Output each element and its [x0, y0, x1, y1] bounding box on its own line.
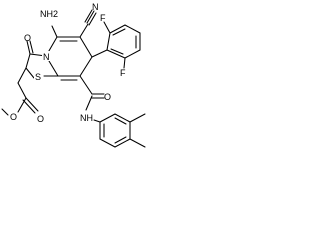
atom-label-ring-s: S [35, 72, 41, 82]
atom-label-ester-o-carbonyl: O [37, 114, 44, 124]
atom-label-ketone-o: O [24, 33, 31, 43]
bond-dfp-d3 [110, 48, 124, 55]
bond-dmp-me-b [129, 138, 146, 148]
atom-bg-ring-s [34, 71, 43, 81]
atom-label-ester-o-methoxy: O [10, 112, 17, 122]
atom-label-f-lower: F [120, 68, 126, 78]
bond-dfp-1 [106, 32, 111, 51]
bond-dmp-d2 [114, 136, 127, 144]
atom-label-amide-nh: NH [80, 113, 93, 123]
bond-dfp-2 [109, 24, 126, 34]
bond-esterc-ometh [17, 97, 27, 113]
bond-ch2-esterc [17, 82, 27, 99]
bond-dfp-d1 [112, 28, 126, 36]
bond-dmp-4 [114, 138, 131, 148]
bond-amidec-nh [85, 95, 93, 111]
bond-ometh-ch3 [1, 108, 9, 116]
atom-labels: NH2 N N S O F F O O O NH [10, 2, 126, 124]
bond-esterc-o-double [22, 99, 36, 114]
bond-c3-o [26, 40, 31, 55]
atom-label-nitrile-n: N [92, 2, 99, 12]
bond-dfp-f-lower [123, 57, 126, 69]
bond-dmp-2 [114, 113, 131, 123]
bond-dfp-6 [106, 49, 126, 59]
bond-c8-amidec [79, 75, 93, 95]
bond-dfp-f-upper [103, 21, 111, 34]
bond-cn-triple-b [88, 12, 97, 26]
atom-label-ring-n: N [43, 52, 50, 62]
bond-cn-triple-c [84, 9, 93, 23]
bond-lines [1, 9, 146, 148]
bond-c5-nh2 [51, 25, 58, 38]
bond-c2-c3 [25, 53, 31, 69]
bond-dmp-1 [99, 113, 116, 123]
bond-c8-c7 [79, 56, 93, 77]
bond-c6-cn [79, 23, 89, 38]
bond-cn-triple-a [86, 10, 95, 24]
bond-c7-aryl [91, 49, 108, 58]
bond-c2-ch2 [17, 67, 27, 84]
bond-s-c2 [25, 67, 35, 79]
bond-c3-o-double [29, 40, 34, 54]
bond-dmp-me-a [129, 113, 146, 123]
bond-dfp-5 [124, 49, 141, 59]
bond-dfp-3 [124, 24, 141, 34]
atom-label-f-upper: F [100, 13, 106, 23]
atom-label-amide-o: O [104, 92, 111, 102]
bond-dmp-5 [99, 138, 116, 148]
bond-esterc-o [25, 97, 39, 112]
bond-c6-c7 [79, 36, 93, 58]
bond-dmp-d1 [114, 117, 127, 125]
atom-label-nh2: NH2 [40, 9, 58, 19]
bond-nh-aryl [93, 119, 101, 123]
chemical-structure-drawing: NH2 N N S O F F O O O NH [1, 2, 146, 148]
atom-bg-ring-n [42, 51, 51, 61]
